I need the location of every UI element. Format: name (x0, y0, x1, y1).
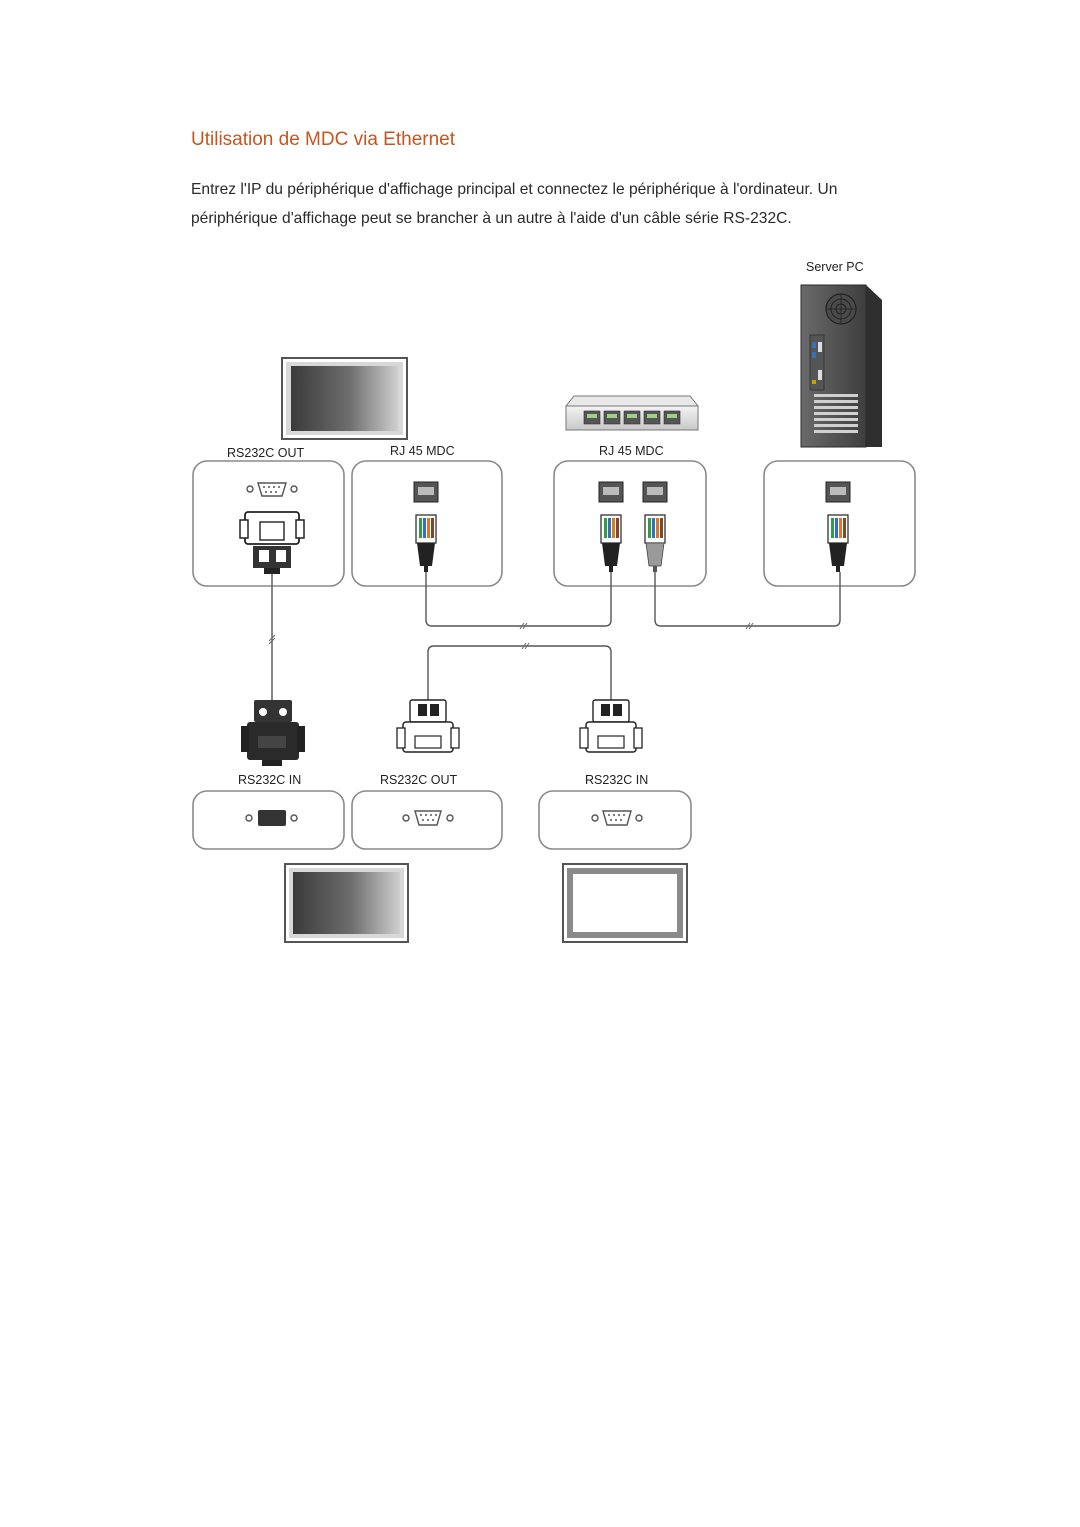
label-display1-rs232c-out: RS232C OUT (227, 446, 305, 460)
panel-hub-rj45 (553, 460, 707, 587)
label-display2-rs232c-in: RS232C IN (238, 773, 302, 787)
display-1-monitor (281, 357, 408, 440)
intro-paragraph: Entrez l'IP du périphérique d'affichage … (191, 175, 931, 233)
section-title: Utilisation de MDC via Ethernet (191, 129, 455, 150)
serial-port-icon (245, 810, 298, 826)
serial-port-icon (246, 482, 298, 497)
display-3-monitor (562, 863, 688, 943)
server-pc-tower (800, 284, 882, 448)
server-pc-label: Server PC (806, 260, 864, 274)
rj45-port-icon (413, 481, 851, 503)
serial-connector-white-1 (396, 699, 460, 753)
label-display2-rs232c-out: RS232C OUT (380, 773, 458, 787)
rj45-plug-icon (415, 514, 849, 572)
serial-port-icon (402, 810, 454, 826)
serial-connector-white-2 (579, 699, 643, 753)
intro-line-1: Entrez l'IP du périphérique d'affichage … (191, 181, 838, 198)
display-2-monitor (284, 863, 409, 943)
serial-cable-2 (427, 645, 612, 700)
network-hub (564, 395, 700, 431)
label-display1-rj45-mdc: RJ 45 MDC (390, 444, 455, 458)
cable-break-marks (268, 622, 754, 650)
cables (271, 572, 841, 700)
serial-port-icon (591, 810, 643, 826)
serial-plug-icon (239, 511, 305, 574)
label-display3-rs232c-in: RS232C IN (585, 773, 649, 787)
label-hub-rj45-mdc: RJ 45 MDC (599, 444, 664, 458)
intro-line-2: périphérique d'affichage peut se branche… (191, 210, 792, 227)
serial-connector-black (241, 700, 305, 766)
ethernet-cable-display1-hub (425, 572, 612, 627)
